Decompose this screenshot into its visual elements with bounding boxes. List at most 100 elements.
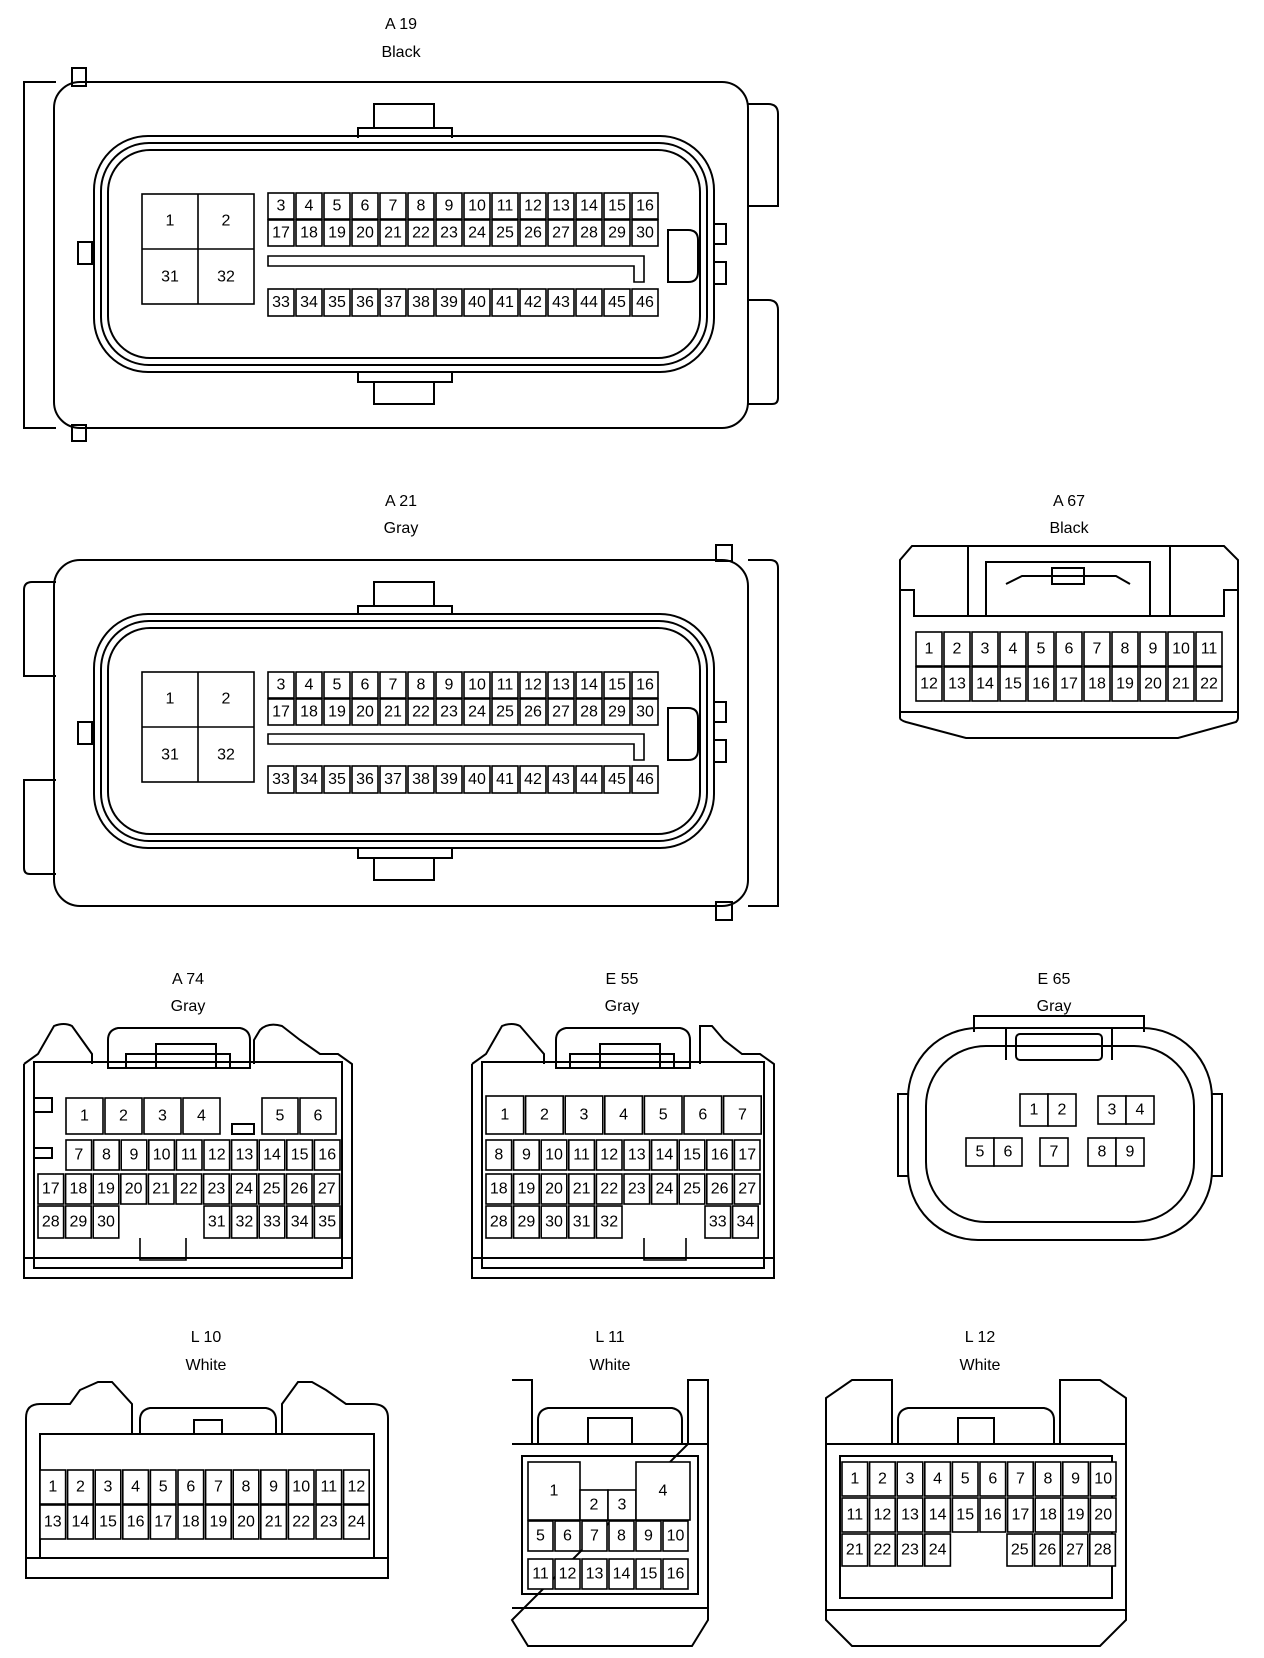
a21-pin-cell <box>603 765 631 794</box>
a19-pin-14: 14 <box>580 198 598 215</box>
e55-pin-cell <box>512 1173 540 1205</box>
l10-pin-cell <box>177 1504 205 1540</box>
a21-pin-cell <box>267 765 295 794</box>
l10-pin-cell <box>66 1504 94 1540</box>
l12-pin-15: 15 <box>956 1507 974 1524</box>
a67-pin-8: 8 <box>1121 641 1130 658</box>
e55-pin-13: 13 <box>628 1147 646 1164</box>
l10-pin-14: 14 <box>72 1514 90 1531</box>
e65-pin-6: 6 <box>1004 1144 1013 1161</box>
l10-pin-10: 10 <box>292 1479 310 1496</box>
a67-pin-2: 2 <box>953 641 962 658</box>
a74-pin-16: 16 <box>318 1147 336 1164</box>
a74-pin-cell <box>203 1139 231 1171</box>
l11-pin-cell <box>527 1520 554 1552</box>
a21-pin-5: 5 <box>333 677 342 694</box>
l11-pin-5: 5 <box>536 1528 545 1545</box>
a21-pin-27: 27 <box>552 704 570 721</box>
l10-pin-cell <box>232 1504 260 1540</box>
a74-pin-cell <box>120 1139 148 1171</box>
l12-pin-12: 12 <box>874 1507 892 1524</box>
a74-pin-3: 3 <box>158 1108 167 1125</box>
a21-big-pins: 1 2 31 32 <box>141 671 255 783</box>
e55-pin-34: 34 <box>737 1214 755 1231</box>
l12-pin-cell <box>896 1461 924 1497</box>
a19-pin-35: 35 <box>328 294 346 311</box>
a74-pin-cell <box>313 1139 341 1171</box>
a19-pin-cell <box>267 219 295 247</box>
a21-pin-38: 38 <box>412 771 430 788</box>
l10-pin-cell <box>39 1469 67 1505</box>
a67-pin-cell <box>1055 666 1083 702</box>
a21-pin-28: 28 <box>580 704 598 721</box>
l10-pin-cell <box>315 1504 343 1540</box>
connector-a67-color: Black <box>1049 520 1089 537</box>
e65-pin-4: 4 <box>1136 1102 1145 1119</box>
e55-pin-cell <box>705 1139 734 1171</box>
connector-l12-color: White <box>960 1357 1001 1374</box>
a21-pin-39: 39 <box>440 771 458 788</box>
l12-pin-cell <box>951 1497 979 1533</box>
a19-pin-18: 18 <box>300 225 318 242</box>
a67-pin-15: 15 <box>1004 676 1022 693</box>
connector-e55-code: E 55 <box>606 971 639 988</box>
a19-pin-33: 33 <box>272 294 290 311</box>
a19-pin-36: 36 <box>356 294 374 311</box>
a74-pin-30: 30 <box>97 1214 115 1231</box>
a19-pin-12: 12 <box>524 198 542 215</box>
a74-pin-cell <box>285 1173 313 1205</box>
a21-pin-cell <box>463 765 491 794</box>
a21-pin-cell <box>407 698 435 726</box>
l10-pin-8: 8 <box>242 1479 251 1496</box>
l12-pin-cell <box>1006 1461 1034 1497</box>
e55-pin-25: 25 <box>683 1181 701 1198</box>
a21-pin-cell <box>603 698 631 726</box>
a19-pin-19: 19 <box>328 225 346 242</box>
e55-pin-24: 24 <box>656 1181 674 1198</box>
e55-pin-cell <box>705 1173 734 1205</box>
a19-pin-21: 21 <box>384 225 402 242</box>
l11-pin-cell <box>608 1558 635 1590</box>
e55-pin-cell <box>650 1139 678 1171</box>
l12-pin-4: 4 <box>933 1471 942 1488</box>
e55-pin-7: 7 <box>738 1107 747 1124</box>
a21-pin-cell <box>547 698 575 726</box>
a74-pin-21: 21 <box>152 1181 170 1198</box>
e55-pin-cell <box>643 1095 683 1135</box>
l12-pin-24: 24 <box>929 1542 947 1559</box>
a21-pin-17: 17 <box>272 704 290 721</box>
l10-pin-23: 23 <box>320 1514 338 1531</box>
e55-pin-15: 15 <box>683 1147 701 1164</box>
a19-pin-13: 13 <box>552 198 570 215</box>
a21-pin-22: 22 <box>412 704 430 721</box>
l11-pin-cell <box>662 1520 689 1552</box>
a19-pin-42: 42 <box>524 294 542 311</box>
a74-pin-27: 27 <box>318 1181 336 1198</box>
l10-pin-21: 21 <box>265 1514 283 1531</box>
a74-pin-cell <box>285 1139 314 1171</box>
a19-pin-34: 34 <box>300 294 318 311</box>
e55-pin-17: 17 <box>738 1147 756 1164</box>
a21-pin-45: 45 <box>608 771 626 788</box>
a67-pin-12: 12 <box>920 676 938 693</box>
l12-pin-11: 11 <box>846 1507 863 1524</box>
l10-pin-cell <box>342 1504 371 1540</box>
a74-pin-cell <box>258 1139 286 1171</box>
l11-pin-15: 15 <box>640 1566 658 1583</box>
a19-pin-17: 17 <box>272 225 290 242</box>
e55-pin-cell <box>485 1095 525 1135</box>
a74-pin-cell <box>143 1097 182 1135</box>
a19-pin-cell <box>351 288 379 317</box>
a74-pin-cell <box>104 1097 143 1135</box>
l10-pin-2: 2 <box>76 1479 85 1496</box>
a21-pin-15: 15 <box>608 677 626 694</box>
a21-pin-cell <box>631 671 659 699</box>
a19-pin-cell <box>631 192 659 220</box>
l11-pin-cell <box>581 1558 608 1590</box>
a67-pin-7: 7 <box>1093 641 1102 658</box>
a74-pin-24: 24 <box>235 1181 253 1198</box>
